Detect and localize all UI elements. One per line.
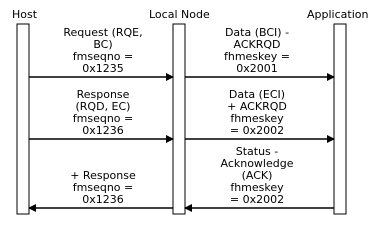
local-node-lifeline — [172, 23, 186, 215]
application-lifeline — [333, 23, 347, 215]
host-label: Host — [12, 8, 38, 21]
request-message-label: Request (RQE, BC) fmseqno = 0x1235 — [63, 26, 143, 75]
sequence-diagram: Host Local Node Application Request (RQE… — [12, 8, 369, 215]
plus-response-message-label: + Response fmseqno = 0x1236 — [70, 169, 136, 206]
diagram-canvas — [16, 23, 347, 215]
application-label: Application — [307, 8, 369, 21]
data-eci-message-label: Data (ECI) + ACKRQD fhmeskey = 0x2002 — [227, 88, 287, 137]
status-ack-message-label: Status - Acknowledge (ACK) fhmeskey = 0x… — [220, 145, 294, 206]
local-node-label: Local Node — [149, 8, 210, 21]
host-lifeline — [16, 23, 30, 215]
data-bci-message-label: Data (BCI) - ACKRQD fhmeskey = 0x2001 — [223, 26, 291, 75]
response-message-label: Response (RQD, EC) fmseqno = 0x1236 — [72, 88, 134, 137]
